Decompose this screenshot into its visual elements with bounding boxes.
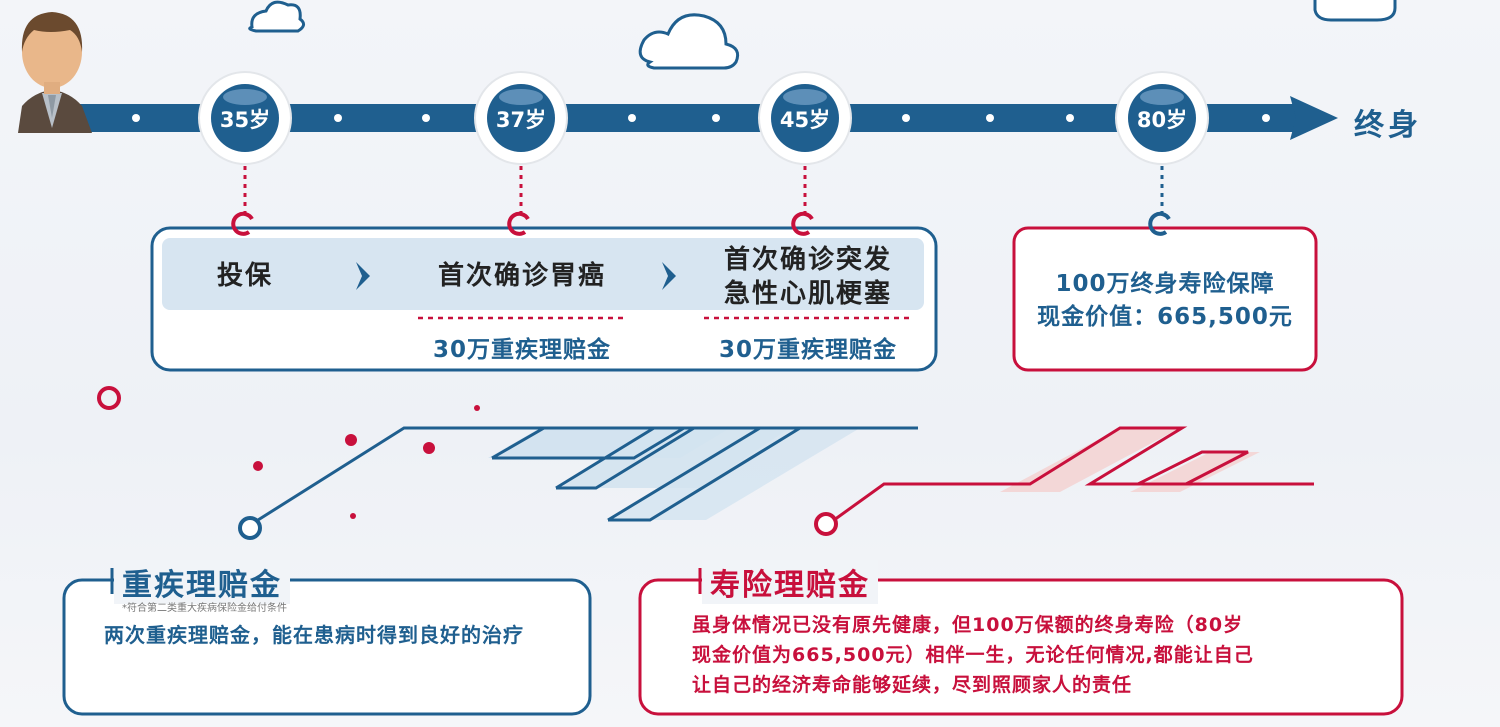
stage-heart-attack-line2: 急性心肌梗塞: [723, 279, 892, 309]
stage-enroll: 投保: [216, 261, 273, 291]
life-panel-body-line3: 让自己的经济寿命能够延续，尽到照顾家人的责任: [692, 674, 1133, 696]
life-panel-body-line1: 虽身体情况已没有原先健康，但100万保额的终身寿险（80岁: [692, 614, 1244, 636]
payout-2: 30万重疾理赔金: [718, 337, 897, 363]
age-label-35: 35岁: [219, 108, 271, 132]
payout-1: 30万重疾理赔金: [432, 337, 611, 363]
cloud-icon: [1313, 0, 1397, 22]
circuit-decoration-blue: [238, 426, 918, 540]
critical-panel-note: *符合第二类重大疾病保险金给付条件: [122, 603, 287, 614]
life-panel-body-line2: 现金价值为665,500元）相伴一生，无论任何情况,都能让自己: [692, 644, 1254, 666]
age-label-45: 45岁: [779, 108, 831, 132]
chevron-right-icon: [356, 262, 676, 290]
lifetime-label: 终身: [1354, 108, 1422, 143]
critical-panel-body: 两次重疾理赔金，能在患病时得到良好的治疗: [104, 623, 524, 647]
stage-heart-attack-line1: 首次确诊突发: [723, 245, 892, 275]
cloud-icon: [248, 0, 305, 33]
cash-value: 现金价值：665,500元: [1037, 304, 1293, 330]
age-medallions: [198, 71, 1209, 165]
critical-panel: [62, 578, 592, 716]
age-label-80: 80岁: [1136, 108, 1188, 132]
critical-panel-title: 重疾理赔金: [114, 560, 290, 604]
life-panel: [638, 578, 1404, 716]
stage-stomach-cancer: 首次确诊胃癌: [437, 261, 606, 291]
life-panel-title: 寿险理赔金: [702, 560, 878, 604]
life-coverage: 100万终身寿险保障: [1055, 271, 1275, 297]
cloud-icon: [638, 13, 740, 70]
circuit-decoration-red: [814, 426, 1314, 536]
avatar: [18, 12, 92, 133]
life-box: [1012, 226, 1318, 372]
age-label-37: 37岁: [495, 108, 547, 132]
